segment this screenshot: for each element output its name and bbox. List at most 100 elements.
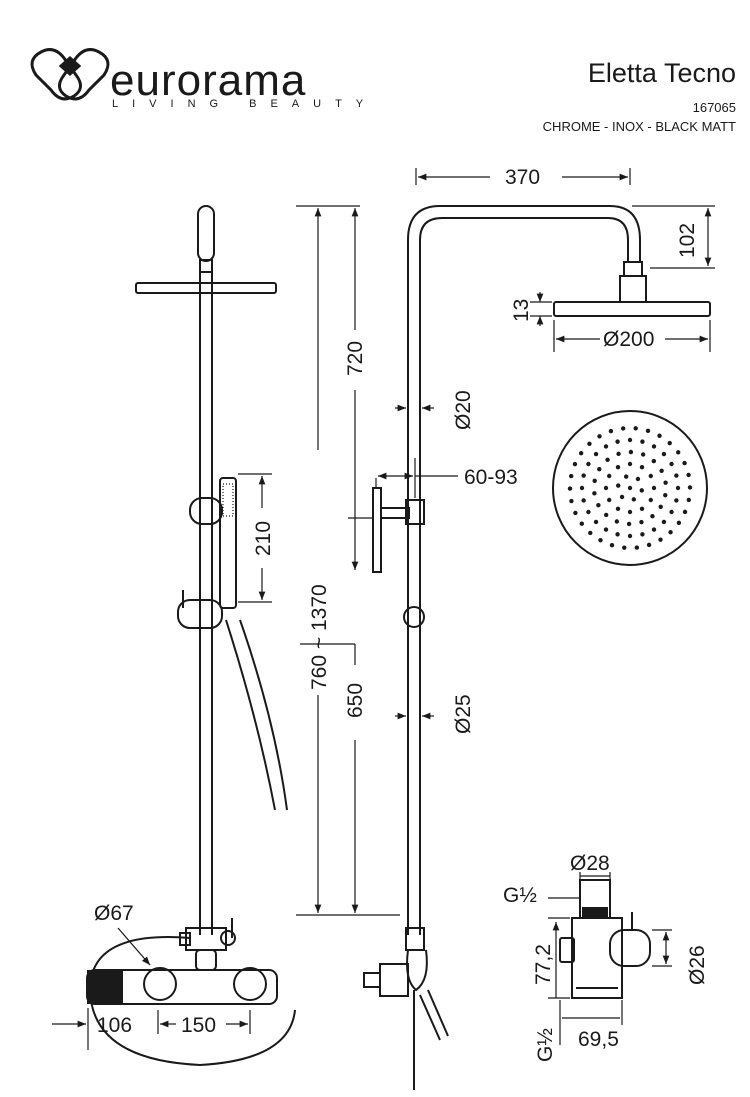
dimension-lines — [52, 168, 715, 1050]
product-code: 167065 — [692, 100, 736, 115]
nozzle-dot — [658, 537, 663, 542]
nozzle-dot — [648, 497, 653, 503]
nozzle-dot — [593, 451, 599, 457]
nozzle-dot — [627, 485, 633, 491]
brand-tagline: LIVING BEAUTY — [112, 98, 378, 110]
nozzle-dot — [626, 521, 632, 527]
dim-wall-bracket: 60-93 — [464, 466, 518, 489]
nozzle-dot — [675, 485, 681, 491]
product-name: Eletta Tecno — [587, 58, 736, 88]
dim-diverter-width: 69,5 — [578, 1028, 619, 1051]
nozzle-dot — [623, 474, 629, 479]
dim-mixer-center: 150 — [181, 1014, 216, 1037]
nozzle-dot — [615, 532, 620, 537]
nozzle-dot — [631, 497, 637, 502]
nozzle-dot — [579, 521, 584, 526]
nozzle-dot — [686, 497, 692, 503]
dim-mixer-left: 106 — [97, 1014, 132, 1037]
nozzle-dot — [567, 486, 573, 491]
nozzle-dot — [616, 483, 621, 488]
nozzle-dot — [663, 492, 668, 498]
nozzle-dot — [592, 491, 597, 496]
nozzle-dot — [627, 533, 633, 539]
nozzle-dot — [607, 497, 612, 503]
nozzle-dot — [645, 428, 651, 433]
brand-name: eurorama — [110, 56, 307, 105]
dim-thread-top: G½ — [503, 884, 537, 907]
nozzle-dot — [597, 467, 602, 472]
dim-head-diameter: Ø200 — [603, 328, 654, 351]
nozzle-dot — [587, 441, 592, 446]
nozzle-dot — [651, 527, 657, 532]
nozzle-dot — [622, 545, 627, 550]
nozzle-dot — [581, 473, 586, 478]
nozzle-dot — [605, 457, 610, 463]
nozzle-dot — [627, 437, 633, 443]
nozzle-dot — [661, 519, 667, 525]
dim-pipe-lower: Ø25 — [452, 694, 475, 734]
dim-diverter-diameter: Ø28 — [570, 852, 610, 875]
nozzle-dot — [646, 542, 652, 548]
nozzle-dot — [639, 519, 644, 525]
dim-upper-section: 720 — [344, 341, 367, 376]
dim-hand-shower: 210 — [252, 521, 275, 556]
nozzle-dot — [603, 527, 609, 532]
nozzle-dot — [597, 434, 602, 439]
nozzle-dot — [607, 473, 612, 479]
nozzle-dot — [640, 439, 645, 444]
nozzle-dot — [578, 450, 584, 456]
nozzle-dot — [651, 485, 657, 491]
nozzle-dot — [648, 473, 653, 479]
nozzle-dot — [650, 513, 655, 519]
diverter-detail — [559, 879, 651, 999]
nozzle-dot — [639, 465, 645, 470]
nozzle-dot — [682, 509, 688, 515]
nozzle-dot — [676, 450, 681, 455]
nozzle-dot — [669, 461, 674, 467]
dim-diverter-knob: Ø26 — [686, 945, 709, 985]
nozzle-dot — [627, 509, 633, 515]
nozzle-dot — [608, 428, 614, 434]
nozzle-dot — [667, 440, 672, 446]
nozzle-dot — [674, 498, 679, 503]
nozzle-dot — [592, 478, 597, 484]
dim-mixer-knob: Ø67 — [94, 902, 134, 925]
nozzle-dot — [674, 473, 679, 478]
nozzle-dot — [659, 468, 664, 473]
nozzle-dot — [640, 452, 646, 457]
nozzle-dot — [615, 506, 621, 511]
nozzle-dot — [651, 444, 657, 449]
nozzle-dot — [598, 538, 603, 543]
nozzle-dot — [627, 461, 633, 467]
nozzle-dot — [687, 485, 693, 490]
nozzle-dot — [628, 449, 634, 455]
nozzle-dot — [651, 458, 657, 464]
nozzle-dot — [586, 509, 591, 515]
nozzle-dot — [615, 465, 621, 470]
nozzle-dot — [569, 498, 574, 504]
nozzle-dot — [619, 494, 625, 500]
logo-mark-icon — [30, 48, 110, 101]
nozzle-dot — [635, 476, 641, 482]
dim-arm-height: 102 — [676, 223, 699, 258]
nozzle-dot — [669, 509, 674, 515]
nozzle-dot — [581, 498, 586, 503]
nozzle-dot — [682, 460, 687, 466]
nozzle-dot — [633, 426, 638, 431]
nozzle-dot — [676, 520, 682, 526]
front-view — [86, 205, 296, 1067]
nozzle-dot — [639, 506, 645, 511]
nozzle-dot — [573, 510, 578, 516]
dim-head-thickness: 13 — [510, 299, 533, 322]
nozzle-dot — [661, 451, 667, 457]
nozzle-dot — [593, 519, 599, 525]
dim-diverter-height: 77,2 — [532, 944, 555, 985]
nozzle-dot — [668, 530, 673, 535]
nozzle-dot — [663, 480, 668, 485]
nozzle-dot — [603, 485, 609, 491]
nozzle-dot — [658, 504, 663, 509]
nozzle-dot — [586, 461, 591, 467]
nozzle-dot — [588, 530, 593, 536]
nozzle-dot — [620, 426, 626, 431]
nozzle-dot — [614, 519, 620, 524]
